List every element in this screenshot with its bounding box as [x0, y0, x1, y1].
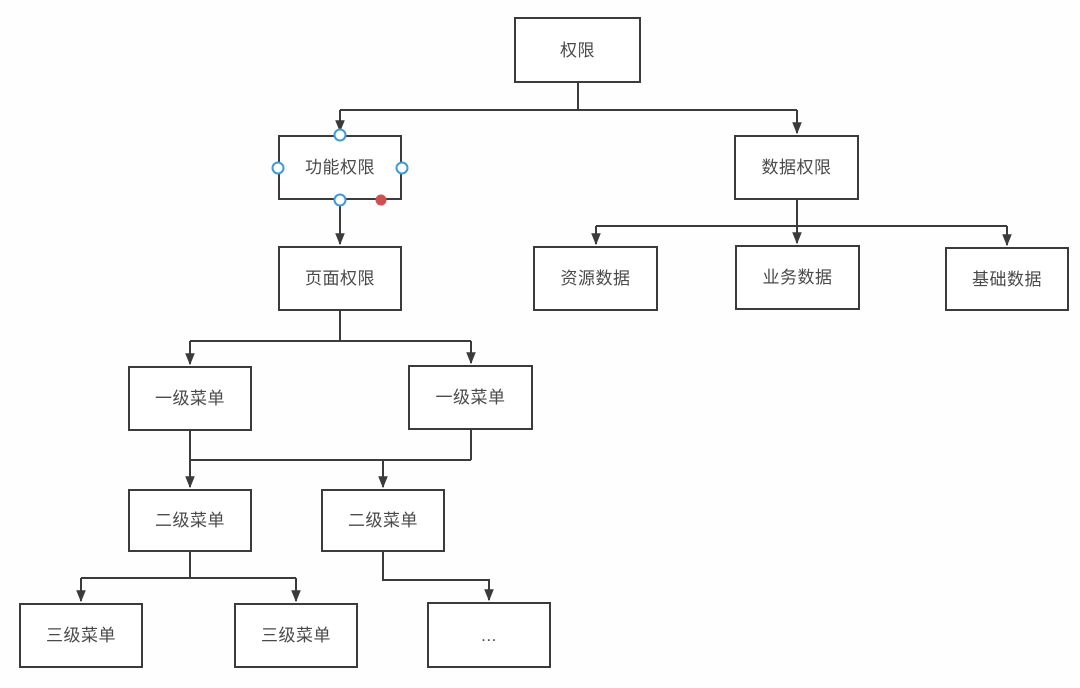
node-label: 页面权限	[305, 269, 375, 288]
selection-handle-bottom[interactable]	[333, 193, 347, 207]
edge-endpoint-dot[interactable]	[375, 194, 387, 206]
node-label: 数据权限	[761, 158, 832, 177]
selection-handle-right[interactable]	[395, 161, 409, 175]
node-label: 功能权限	[305, 158, 375, 177]
node-label: 一级菜单	[155, 389, 225, 408]
node-page-permission[interactable]: 页面权限	[278, 246, 402, 311]
node-level1-menu-a[interactable]: 一级菜单	[128, 366, 252, 431]
selection-handle-left[interactable]	[271, 161, 285, 175]
edges-group	[76, 83, 1012, 603]
node-label: 基础数据	[972, 269, 1042, 289]
node-label: 二级菜单	[348, 511, 418, 530]
node-label: 二级菜单	[155, 511, 225, 530]
node-more[interactable]: ...	[427, 602, 551, 668]
node-resource-data[interactable]: 资源数据	[533, 246, 658, 311]
node-level3-menu-a[interactable]: 三级菜单	[19, 603, 143, 668]
node-level3-menu-b[interactable]: 三级菜单	[234, 603, 358, 668]
edge-level2b-to-more	[382, 552, 494, 602]
node-business-data[interactable]: 业务数据	[735, 245, 860, 310]
node-level2-menu-b[interactable]: 二级菜单	[321, 489, 445, 552]
node-basic-data[interactable]: 基础数据	[945, 247, 1069, 311]
node-label: 三级菜单	[261, 626, 331, 645]
node-label: 业务数据	[762, 268, 833, 287]
node-label: 资源数据	[560, 269, 631, 288]
node-level2-menu-a[interactable]: 二级菜单	[128, 489, 252, 552]
selection-handle-top[interactable]	[333, 128, 347, 142]
node-label: 一级菜单	[435, 388, 506, 407]
node-function-permission[interactable]: 功能权限	[278, 135, 402, 200]
node-label: 三级菜单	[46, 626, 116, 645]
node-level1-menu-b[interactable]: 一级菜单	[408, 365, 533, 430]
node-label: ...	[481, 625, 497, 645]
node-data-permission[interactable]: 数据权限	[734, 135, 859, 200]
node-permission[interactable]: 权限	[514, 17, 641, 83]
node-label: 权限	[560, 40, 595, 60]
